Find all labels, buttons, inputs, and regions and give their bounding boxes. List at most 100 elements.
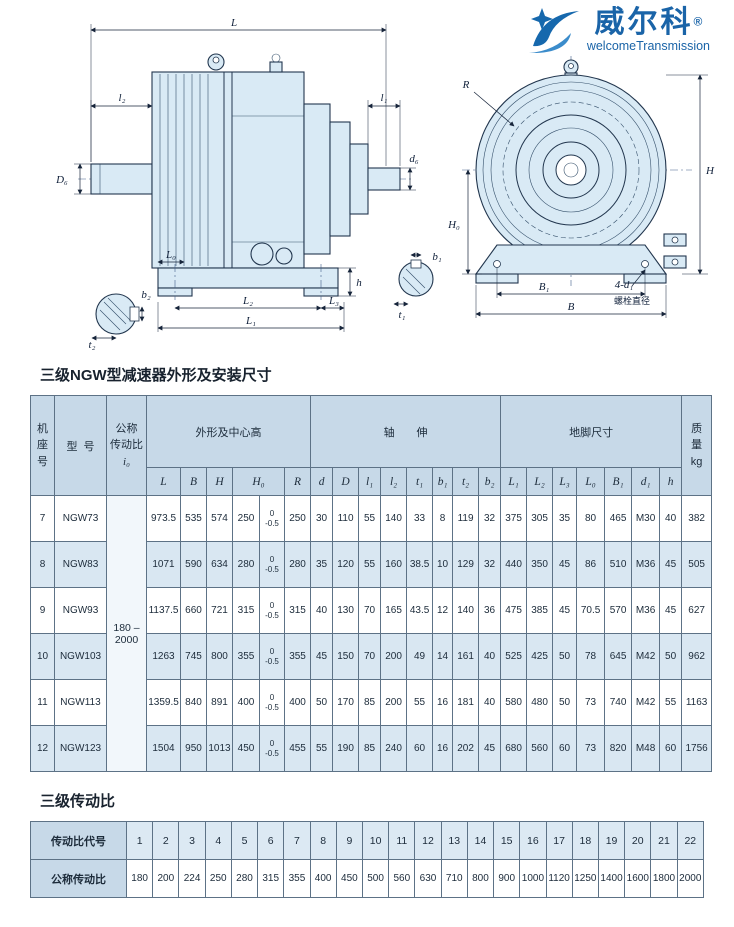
col-header-t2: t₂ (452, 467, 480, 496)
dimension-cell: 820 (604, 725, 633, 772)
dimension-cell: 680 (500, 725, 528, 772)
dimension-cell: 1504 (146, 725, 181, 772)
dimension-cell: 840 (180, 679, 207, 726)
dimension-cell: 1263 (146, 633, 181, 680)
dimension-cell: 10 (432, 541, 454, 588)
dimension-cell: 590 (180, 541, 207, 588)
bolt-diameter-note: 螺栓直径 (614, 295, 650, 306)
ratio-value-cell: 180 (125, 859, 154, 898)
dimension-cell: 78 (576, 633, 606, 680)
ratio-header-symbol: i₀ (123, 455, 130, 468)
h0-tolerance-cell: 0-0.5 (259, 725, 285, 772)
dimension-cell: 315 (232, 587, 260, 634)
frame-number-header: 机 座 号 (30, 395, 55, 496)
dimension-cell: 181 (452, 679, 480, 726)
dim-label-h: h (356, 277, 362, 289)
ratio-code-cell: 22 (676, 821, 705, 860)
dimension-cell: 440 (500, 541, 528, 588)
dimension-cell: 200 (380, 679, 408, 726)
dimension-cell: 50 (659, 633, 683, 680)
ratio-code-cell: 9 (335, 821, 363, 860)
ratio-code-cell: 7 (283, 821, 311, 860)
ratio-header-line: 公称 (115, 422, 138, 435)
nominal-ratio-value-cell: 180 –2000 (106, 495, 147, 772)
mass-header-char: 质 (691, 422, 703, 435)
col-header-l1: l₁ (358, 467, 382, 496)
dimension-cell: 33 (406, 495, 434, 542)
dimension-cell: 73 (576, 725, 606, 772)
ratio-code-cell: 5 (230, 821, 259, 860)
dimension-cell: 355 (232, 633, 260, 680)
frame-number-cell: 8 (30, 541, 55, 588)
dimension-cell: 721 (206, 587, 233, 634)
dimension-cell: M36 (631, 587, 661, 634)
dimension-cell: 1359.5 (146, 679, 181, 726)
ratio-code-cell: 15 (493, 821, 521, 860)
ratio-code-cell: 12 (414, 821, 442, 860)
dimension-cell: 510 (604, 541, 633, 588)
ratio-code-cell: 2 (152, 821, 180, 860)
dimension-cell: 55 (358, 495, 382, 542)
ratio-value-cell: 800 (466, 859, 495, 898)
mass-cell: 505 (681, 541, 713, 588)
dim-label-b1: b₁ (432, 251, 442, 263)
dimension-cell: 425 (526, 633, 554, 680)
ratio-value-cell: 560 (388, 859, 416, 898)
dimension-cell: 891 (206, 679, 233, 726)
dimension-cell: 973.5 (146, 495, 181, 542)
h0-tolerance-cell: 0-0.5 (259, 633, 285, 680)
ratio-code-row-label: 传动比代号 (30, 821, 127, 860)
ratio-code-cell: 1 (125, 821, 154, 860)
dimension-cell: 110 (332, 495, 360, 542)
dimension-cell: M36 (631, 541, 661, 588)
dimension-cell: 70.5 (576, 587, 606, 634)
mass-header-char: 量 (691, 439, 703, 452)
dimension-cell: 70 (358, 633, 382, 680)
dimension-cell: 40 (478, 633, 502, 680)
foot-group-header: 地脚尺寸 (500, 395, 683, 468)
dimension-cell: 35 (310, 541, 334, 588)
dimension-cell: 49 (406, 633, 434, 680)
dimension-cell: 36 (478, 587, 502, 634)
dim-label-L2: L₂ (242, 295, 253, 307)
sub-header-row: L B H H₀ R d D l₁ l₂ t₁ b₁ t₂ b₂ L₁ L₂ L… (31, 467, 712, 496)
dim-label-t2: t₂ (89, 339, 96, 350)
dimension-cell: 560 (526, 725, 554, 772)
front-view-drawing: R H H₀ B₁ 4-d₁ (393, 56, 715, 321)
dimension-cell: 400 (283, 679, 312, 726)
ratio-code-cell: 21 (650, 821, 678, 860)
ratio-code-cell: 10 (361, 821, 390, 860)
dimension-cell: 55 (659, 679, 683, 726)
shaft-group-header: 轴 伸 (310, 395, 502, 468)
col-header-L3: L₃ (552, 467, 578, 496)
col-header-L1: L₁ (500, 467, 528, 496)
ratio-value-cell: 450 (335, 859, 363, 898)
ratio-value-cell: 1250 (571, 859, 599, 898)
ratio-code-cell: 14 (466, 821, 495, 860)
dimension-cell: 355 (283, 633, 312, 680)
ratio-value-cell: 500 (361, 859, 390, 898)
dim-label-L0: L₀ (165, 249, 176, 261)
dimension-cell: 43.5 (406, 587, 434, 634)
dim-label-B: B (568, 301, 575, 313)
mass-cell: 382 (681, 495, 713, 542)
dimension-cell: 634 (206, 541, 233, 588)
ratio-value-cell: 2000 (676, 859, 705, 898)
dim-label-l1: l₁ (381, 92, 388, 104)
dimension-cell: 45 (552, 587, 578, 634)
col-header-L2: L₂ (526, 467, 554, 496)
dimension-cell: M30 (631, 495, 661, 542)
ratio-code-cell: 19 (597, 821, 626, 860)
dimension-cell: 950 (180, 725, 207, 772)
model-cell: NGW83 (54, 541, 107, 588)
dimension-cell: 160 (380, 541, 408, 588)
group-header-row: 机 座 号 型 号 公称 传动比 i₀ 外形及中心高 轴 伸 地脚尺寸 质 量 … (30, 395, 713, 496)
mass-cell: 627 (681, 587, 713, 634)
model-cell: NGW73 (54, 495, 107, 542)
dimension-cell: 55 (310, 725, 334, 772)
dimension-cell: 475 (500, 587, 528, 634)
